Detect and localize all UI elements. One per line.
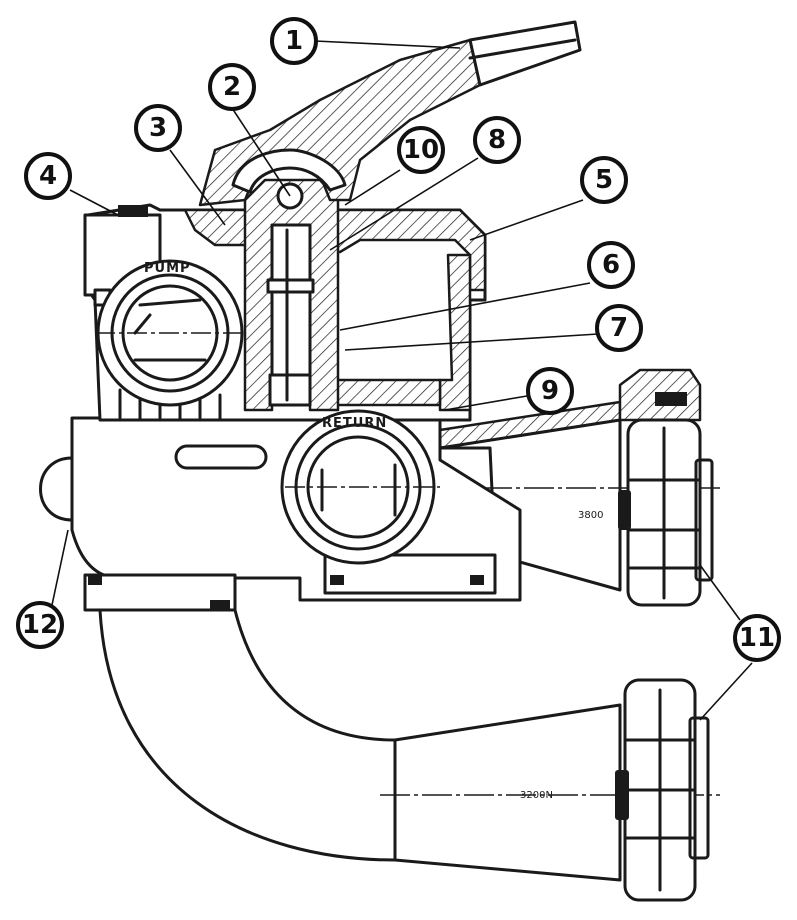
return-port: RETURN xyxy=(280,409,440,565)
callout-10: 10 xyxy=(397,126,445,174)
bottom-union-nut: 3200N xyxy=(520,678,710,902)
side-dimension-label: 3800 xyxy=(578,510,603,521)
svg-text:2: 2 xyxy=(223,72,241,102)
callout-9: 9 xyxy=(526,367,574,415)
svg-text:12: 12 xyxy=(22,610,58,640)
leader-lines xyxy=(51,40,753,721)
svg-text:5: 5 xyxy=(595,165,613,195)
svg-text:10: 10 xyxy=(403,135,439,165)
callout-4: 4 xyxy=(24,152,72,200)
svg-text:6: 6 xyxy=(602,250,620,280)
side-union-nut: 3800 xyxy=(578,368,714,607)
bottom-elbow-pipe xyxy=(98,608,720,882)
callout-2: 2 xyxy=(208,63,256,111)
valve-stem xyxy=(243,178,340,412)
callout-12: 12 xyxy=(16,601,64,649)
callout-11: 11 xyxy=(733,614,781,662)
bottom-dimension-label: 3200N xyxy=(520,790,553,801)
svg-text:8: 8 xyxy=(488,125,506,155)
svg-text:1: 1 xyxy=(285,26,303,56)
pump-port: PUMP xyxy=(95,259,245,407)
callout-3: 3 xyxy=(134,104,182,152)
svg-text:4: 4 xyxy=(39,161,57,191)
callout-6: 6 xyxy=(587,241,635,289)
svg-text:7: 7 xyxy=(610,313,628,343)
pump-port-label: PUMP xyxy=(144,261,191,276)
valve-handle xyxy=(198,20,582,210)
callout-7: 7 xyxy=(595,304,643,352)
callout-1: 1 xyxy=(270,17,318,65)
callout-8: 8 xyxy=(473,116,521,164)
callout-5: 5 xyxy=(580,156,628,204)
svg-text:9: 9 xyxy=(541,376,559,406)
return-port-label: RETURN xyxy=(322,416,387,431)
svg-text:3: 3 xyxy=(149,113,167,143)
svg-text:11: 11 xyxy=(739,623,775,653)
